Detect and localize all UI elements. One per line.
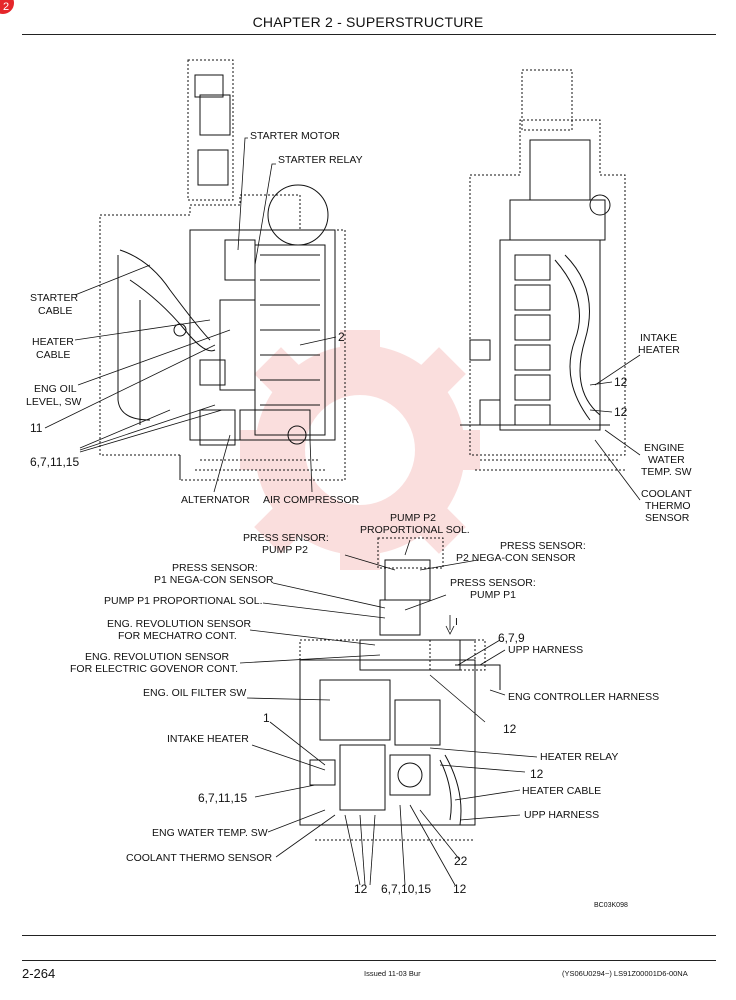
label-engine-water-2: WATER [648, 454, 685, 466]
issued-text: Issued 11-03 Bur [364, 969, 421, 978]
label-6-7-9: 6,7,9 [498, 631, 525, 645]
label-eng-water-temp-sw: ENG WATER TEMP. SW [152, 827, 268, 839]
label-12-f: 12 [453, 882, 467, 896]
label-alternator: ALTERNATOR [181, 494, 250, 506]
label-coolant-thermo-b: COOLANT THERMO SENSOR [126, 852, 272, 864]
label-heater-cable-1: HEATER [32, 336, 74, 348]
label-eng-rev-gov-2: FOR ELECTRIC GOVENOR CONT. [70, 663, 238, 675]
label-6-7-10-15: 6,7,10,15 [381, 882, 431, 896]
label-eng-oil-level-2: LEVEL, SW [26, 396, 82, 408]
label-pump-p1-prop: PUMP P1 PROPORTIONAL SOL. [104, 595, 263, 607]
label-press-pump-p1-1: PRESS SENSOR: [450, 577, 536, 589]
page-number: 2-264 [22, 966, 56, 981]
label-upp-harness-top: UPP HARNESS [508, 644, 583, 656]
label-coolant-thermo-r3: SENSOR [645, 512, 690, 524]
label-pump-p2-prop-1: PUMP P2 [390, 512, 436, 524]
label-eng-controller-harness: ENG CONTROLLER HARNESS [508, 691, 659, 703]
label-air-compressor: AIR COMPRESSOR [263, 494, 360, 506]
label-intake-heater-r1: INTAKE [640, 332, 677, 344]
label-12-b: 12 [614, 405, 628, 419]
leader-lines [44, 137, 641, 886]
label-12-e: 12 [354, 882, 368, 896]
page-title: CHAPTER 2 - SUPERSTRUCTURE [252, 14, 484, 30]
label-heater-cable-2: CABLE [36, 349, 70, 361]
footer-rule [22, 960, 716, 961]
label-intake-heater-r2: HEATER [638, 344, 680, 356]
label-starter-motor: STARTER MOTOR [250, 130, 340, 142]
label-heater-relay: HEATER RELAY [540, 751, 618, 763]
label-6-7-11-15: 6,7,11,15 [30, 455, 79, 469]
label-arrow-i: I [455, 616, 458, 628]
label-press-p2-nega-1: PRESS SENSOR: [500, 540, 586, 552]
label-pump-p2-prop-2: PROPORTIONAL SOL. [360, 524, 470, 536]
label-starter-cable-2: CABLE [38, 305, 72, 317]
label-starter-relay: STARTER RELAY [278, 154, 363, 166]
label-upp-harness-b: UPP HARNESS [524, 809, 599, 821]
label-22: 22 [454, 854, 468, 868]
label-intake-heater-b: INTAKE HEATER [167, 733, 249, 745]
label-eng-rev-mech-2: FOR MECHATRO CONT. [118, 630, 237, 642]
engine-bottom-view [299, 537, 501, 841]
label-eng-oil-level-1: ENG OIL [34, 383, 77, 395]
labels: STARTER MOTOR STARTER RELAY STARTER CABL… [26, 130, 692, 909]
header-rule [22, 34, 716, 35]
label-heater-cable-b: HEATER CABLE [522, 785, 601, 797]
engine-side-view [99, 59, 346, 481]
label-coolant-thermo-r1: COOLANT [641, 488, 692, 500]
label-press-pump-p2-2: PUMP P2 [262, 544, 308, 556]
label-press-pump-p2-1: PRESS SENSOR: [243, 532, 329, 544]
label-ref-code: BC03K098 [594, 902, 628, 909]
label-engine-water-3: TEMP. SW [641, 466, 692, 478]
label-12-c: 12 [503, 722, 517, 736]
label-12-d: 12 [530, 767, 544, 781]
chapter-badge: 2 [0, 0, 14, 14]
watermark-logo [240, 330, 480, 570]
document-code: (YS06U0294~) LS91Z00001D6-00NA [562, 969, 688, 978]
label-press-p1-nega-2: P1 NEGA-CON SENSOR [154, 574, 274, 586]
label-starter-cable-1: STARTER [30, 292, 78, 304]
label-engine-water-1: ENGINE [644, 442, 684, 454]
label-6-7-11-15-b: 6,7,11,15 [198, 791, 247, 805]
label-eng-rev-gov-1: ENG. REVOLUTION SENSOR [85, 651, 230, 663]
label-12-a: 12 [614, 375, 628, 389]
engine-front-view [460, 69, 626, 471]
label-press-pump-p1-2: PUMP P1 [470, 589, 516, 601]
label-11: 11 [30, 421, 43, 435]
label-2: 2 [338, 330, 345, 344]
label-eng-rev-mech-1: ENG. REVOLUTION SENSOR [107, 618, 252, 630]
footer-rule-top [22, 935, 716, 936]
label-eng-oil-filter-sw: ENG. OIL FILTER SW [143, 687, 246, 699]
label-press-p1-nega-1: PRESS SENSOR: [172, 562, 258, 574]
label-coolant-thermo-r2: THERMO [645, 500, 691, 512]
label-press-p2-nega-2: P2 NEGA-CON SENSOR [456, 552, 576, 564]
label-1: 1 [263, 711, 270, 725]
